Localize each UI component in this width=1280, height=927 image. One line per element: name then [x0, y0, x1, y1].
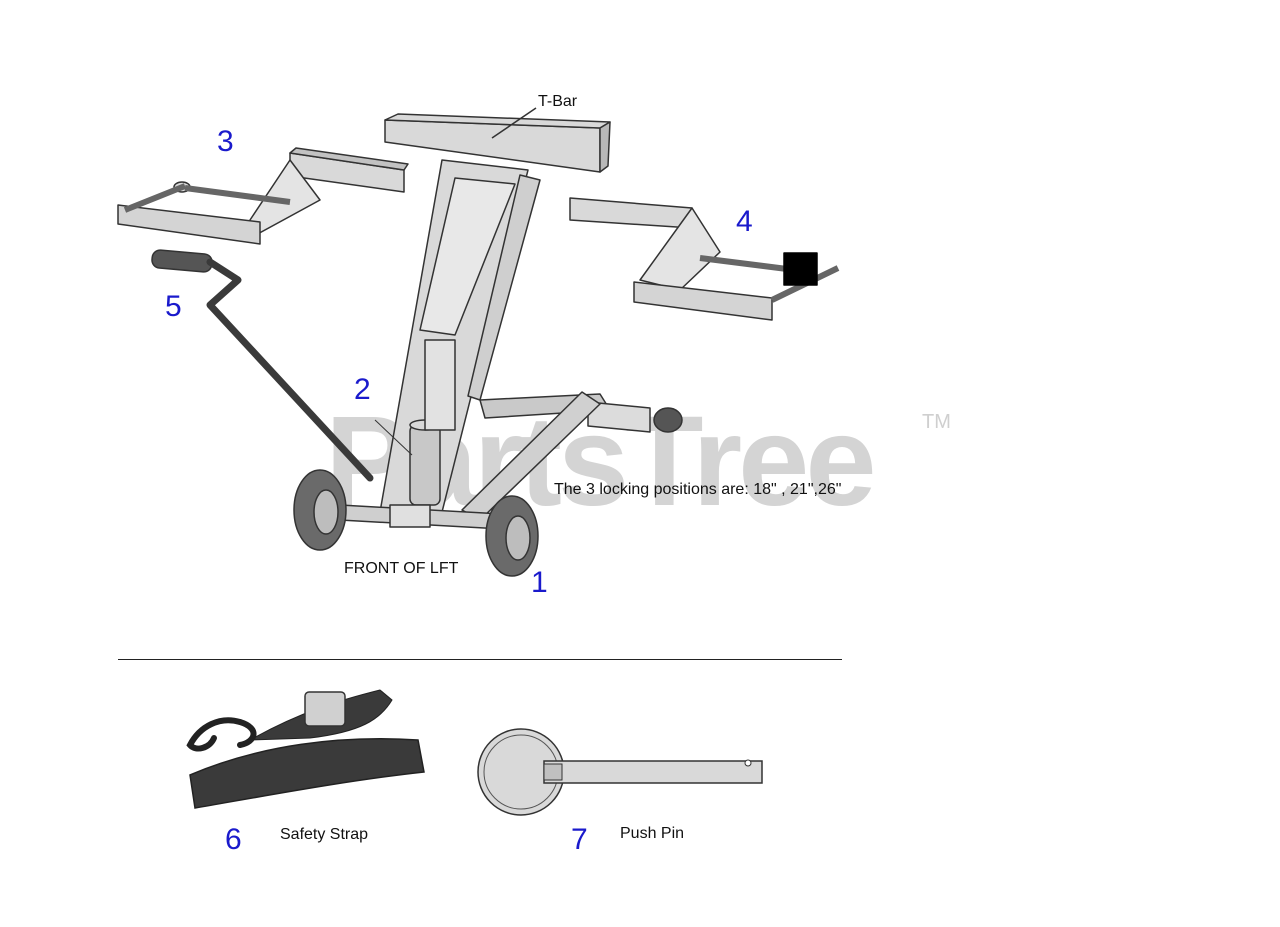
t-bar-part [384, 107, 611, 173]
hydraulic-jack-part [409, 339, 456, 506]
callout-5: 5 [165, 290, 182, 323]
label-locking-positions: The 3 locking positions are: 18" , 21",2… [554, 481, 842, 498]
push-pin-part [477, 728, 763, 816]
label-t-bar: T-Bar [538, 93, 578, 110]
section-divider [118, 659, 842, 660]
label-safety-strap: Safety Strap [280, 826, 369, 843]
callout-7: 7 [571, 823, 588, 856]
callout-1: 1 [531, 566, 548, 599]
callout-4: 4 [736, 205, 753, 238]
callout-3: 3 [217, 125, 234, 158]
black-square-marker [783, 252, 818, 286]
label-front-of-lift: FRONT OF LFT [344, 560, 459, 577]
label-push-pin: Push Pin [620, 825, 685, 842]
right-cradle-part [569, 197, 840, 321]
safety-strap-part [186, 689, 425, 809]
watermark-trademark: TM [922, 411, 951, 433]
callout-6: 6 [225, 823, 242, 856]
wheel-assembly-part [293, 469, 539, 577]
handle-part [151, 249, 374, 482]
callout-2: 2 [354, 373, 371, 406]
left-cradle-part [117, 147, 409, 245]
